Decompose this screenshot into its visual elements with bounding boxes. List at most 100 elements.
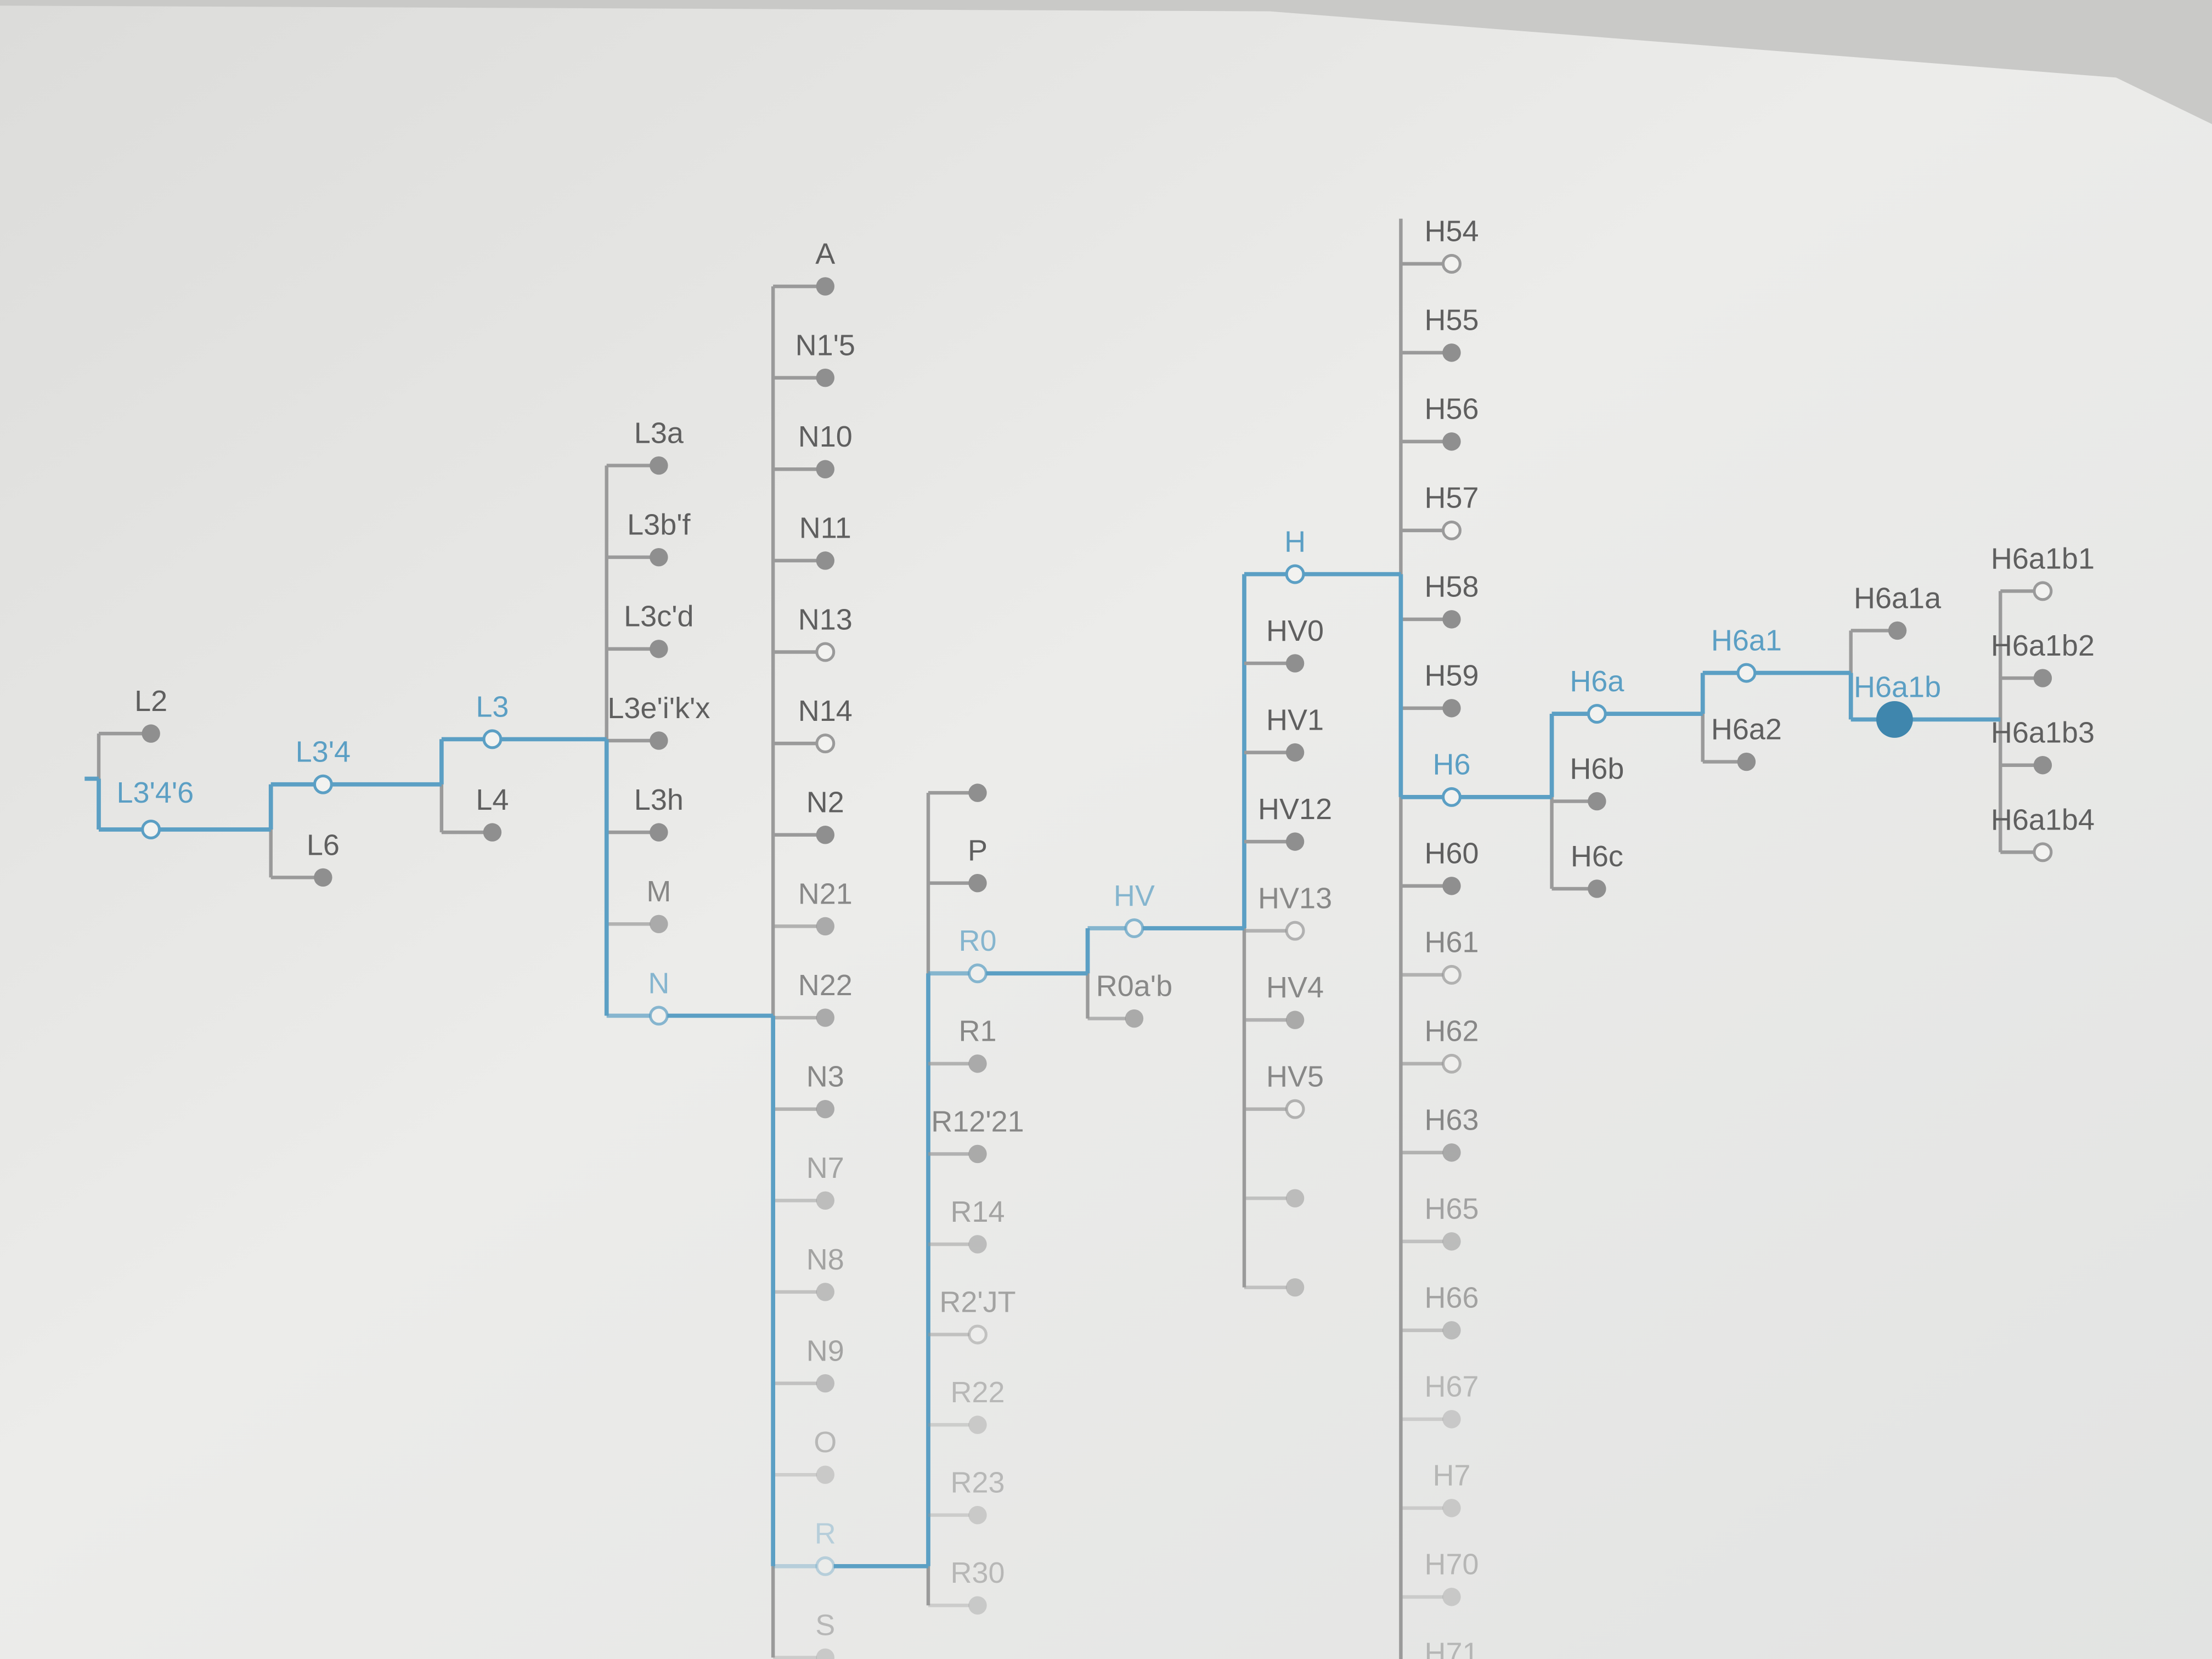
selected-node-marker[interactable] [1876,701,1913,738]
node-label-h60[interactable]: H60 [1424,837,1479,870]
node-label-n22[interactable]: N22 [798,969,853,1002]
open-node-marker[interactable] [482,729,503,749]
node-label-h6a1b1[interactable]: H6a1b1 [1991,542,2095,575]
filled-node-marker[interactable] [816,1008,834,1027]
open-node-marker[interactable] [968,963,988,984]
filled-node-marker[interactable] [1442,877,1461,895]
node-label-h67[interactable]: H67 [1424,1370,1479,1403]
node-label-hv[interactable]: HV [1114,879,1155,912]
node-label-l3h[interactable]: L3h [634,783,684,816]
filled-node-marker[interactable] [1588,792,1606,811]
node-label-h66[interactable]: H66 [1424,1282,1479,1314]
node-label-r12-21[interactable]: R12'21 [931,1105,1024,1138]
node-label-h6a1b[interactable]: H6a1b [1854,670,1941,703]
filled-node-marker[interactable] [1442,699,1461,718]
node-label-p[interactable]: P [968,834,988,867]
node-label-n[interactable]: N [648,967,669,1000]
node-label-hv4[interactable]: HV4 [1266,971,1324,1004]
node-label-n14[interactable]: N14 [798,695,853,727]
node-label-o[interactable]: O [814,1426,837,1459]
open-node-marker[interactable] [2033,581,2053,601]
node-label-n10[interactable]: N10 [798,420,853,453]
node-label-h6a1b3[interactable]: H6a1b3 [1991,716,2095,749]
node-label-h6a2[interactable]: H6a2 [1711,713,1782,746]
open-node-marker[interactable] [1442,964,1462,985]
node-label-r23[interactable]: R23 [950,1466,1005,1499]
node-label-a[interactable]: A [815,238,835,270]
node-label-l3b-f[interactable]: L3b'f [627,509,691,541]
node-label-h59[interactable]: H59 [1424,659,1479,692]
filled-node-marker[interactable] [1285,1011,1305,1029]
node-label-h55[interactable]: H55 [1424,304,1479,337]
filled-node-marker[interactable] [968,1144,987,1164]
node-label-h6a[interactable]: H6a [1570,665,1624,698]
filled-node-marker[interactable] [816,917,834,936]
node-label-l3a[interactable]: L3a [634,416,684,449]
filled-node-marker[interactable] [968,1235,987,1254]
node-label-h58[interactable]: H58 [1424,571,1479,603]
open-node-marker[interactable] [968,1324,988,1345]
filled-node-marker[interactable] [1442,432,1461,451]
node-label-r2-jt[interactable]: R2'JT [939,1285,1015,1318]
node-label-hv0[interactable]: HV0 [1266,614,1324,647]
filled-node-marker[interactable] [650,456,668,475]
filled-node-marker[interactable] [1442,343,1461,362]
open-node-marker[interactable] [1587,704,1607,724]
open-node-marker[interactable] [815,733,836,754]
node-label-r1[interactable]: R1 [958,1015,996,1048]
node-label-n9[interactable]: N9 [806,1334,844,1367]
filled-node-marker[interactable] [816,1283,834,1301]
node-label-l3c-d[interactable]: L3c'd [624,600,693,633]
node-label-n1-5[interactable]: N1'5 [795,329,855,362]
filled-node-marker[interactable] [816,277,834,296]
node-label-r22[interactable]: R22 [950,1376,1005,1409]
node-label-l2[interactable]: L2 [134,685,167,718]
node-label-s[interactable]: S [815,1609,835,1641]
node-label-h62[interactable]: H62 [1424,1015,1479,1048]
node-label-m[interactable]: M [646,875,671,908]
node-label-l3e-i-k-x[interactable]: L3e'i'k'x [607,692,710,725]
open-node-marker[interactable] [1442,253,1462,274]
node-label-h63[interactable]: H63 [1424,1104,1479,1137]
node-label-hv1[interactable]: HV1 [1266,703,1324,736]
filled-node-marker[interactable] [1442,610,1461,629]
node-label-l4[interactable]: L4 [476,783,509,816]
filled-node-marker[interactable] [968,1415,987,1434]
node-label-h6b[interactable]: H6b [1570,752,1624,785]
filled-node-marker[interactable] [1285,1278,1305,1297]
node-label-h6a1a[interactable]: H6a1a [1854,582,1942,614]
open-node-marker[interactable] [1442,787,1462,807]
filled-node-marker[interactable] [1442,1499,1461,1517]
filled-node-marker[interactable] [1442,1143,1461,1162]
open-node-marker[interactable] [141,820,161,839]
node-label-h54[interactable]: H54 [1424,215,1479,248]
filled-node-marker[interactable] [1737,752,1756,771]
filled-node-marker[interactable] [650,915,668,933]
node-label-h65[interactable]: H65 [1424,1193,1479,1226]
filled-node-marker[interactable] [1442,1410,1461,1429]
filled-node-marker[interactable] [816,1099,834,1119]
node-label-r[interactable]: R [815,1517,836,1550]
filled-node-marker[interactable] [816,826,834,844]
open-node-marker[interactable] [1736,663,1757,683]
node-label-h[interactable]: H [1284,525,1306,558]
node-label-h6[interactable]: H6 [1432,748,1470,781]
open-node-marker[interactable] [1442,520,1462,540]
node-label-n3[interactable]: N3 [806,1060,844,1093]
filled-node-marker[interactable] [483,823,502,842]
filled-node-marker[interactable] [314,868,332,887]
filled-node-marker[interactable] [968,1596,987,1615]
node-label-h56[interactable]: H56 [1424,393,1479,426]
filled-node-marker[interactable] [968,1506,987,1525]
filled-node-marker[interactable] [1125,1009,1144,1028]
node-label-l3-4[interactable]: L3'4 [296,736,351,769]
node-label-hv5[interactable]: HV5 [1266,1060,1324,1093]
filled-node-marker[interactable] [2033,756,2052,775]
filled-node-marker[interactable] [1285,743,1305,762]
filled-node-marker[interactable] [1888,621,1907,640]
filled-node-marker[interactable] [1442,1588,1461,1606]
open-node-marker[interactable] [1285,564,1305,584]
node-label-h6a1b2[interactable]: H6a1b2 [1991,629,2095,662]
node-label-n11[interactable]: N11 [799,512,851,545]
open-node-marker[interactable] [815,642,836,662]
